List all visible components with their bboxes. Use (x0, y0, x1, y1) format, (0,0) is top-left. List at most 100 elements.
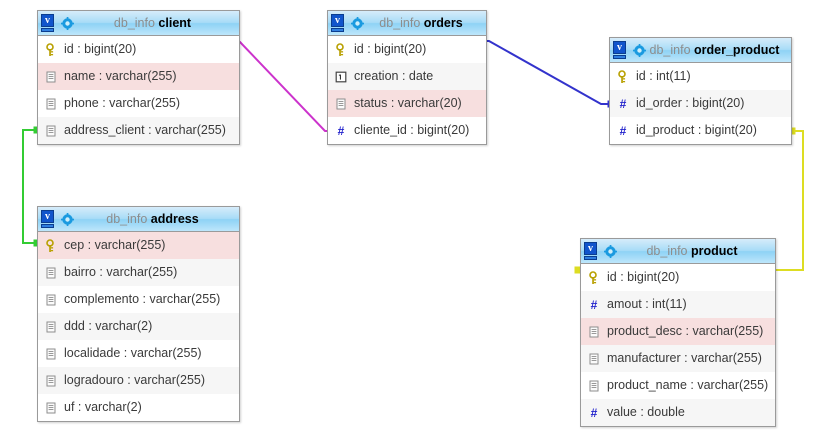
field-row[interactable]: product_desc : varchar(255) (581, 318, 775, 345)
numeric-column-icon: # (334, 124, 348, 138)
table-name-label: product (690, 243, 738, 258)
field-row[interactable]: # amout : int(11) (581, 291, 775, 318)
numeric-column-icon: # (587, 406, 601, 420)
field-row[interactable]: status : varchar(20) (328, 90, 486, 117)
field-label: value : double (607, 405, 685, 420)
field-row[interactable]: ddd : varchar(2) (38, 313, 239, 340)
field-label: id_order : bigint(20) (636, 96, 745, 111)
field-row[interactable]: logradouro : varchar(255) (38, 367, 239, 394)
field-row[interactable]: manufacturer : varchar(255) (581, 345, 775, 372)
field-row[interactable]: localidade : varchar(255) (38, 340, 239, 367)
field-label: creation : date (354, 69, 434, 84)
svg-text:#: # (620, 124, 627, 138)
table-header-order_product[interactable]: v db_info order_product (610, 38, 791, 63)
table-title-order_product: db_info order_product (646, 44, 791, 57)
field-row[interactable]: #cliente_id : bigint(20) (328, 117, 486, 144)
field-label: logradouro : varchar(255) (64, 373, 206, 388)
field-label: phone : varchar(255) (64, 96, 181, 111)
gear-icon[interactable] (61, 16, 74, 30)
field-row[interactable]: product_name : varchar(255) (581, 372, 775, 399)
field-row[interactable]: address_client : varchar(255) (38, 117, 239, 144)
field-label: id : bigint(20) (354, 42, 427, 57)
field-label: id : bigint(20) (607, 270, 680, 285)
primary-key-icon (44, 238, 58, 253)
text-column-icon (334, 97, 348, 111)
field-label: complemento : varchar(255) (64, 292, 221, 307)
table-client[interactable]: v db_info client id : bigint(20) name : var… (37, 10, 240, 145)
field-label: product_desc : varchar(255) (607, 324, 764, 339)
view-badge-icon: v (613, 40, 626, 60)
relation-line (482, 40, 611, 105)
table-header-client[interactable]: v db_info client (38, 11, 239, 36)
field-row[interactable]: id : bigint(20) (38, 36, 239, 63)
table-name-label: orders (423, 15, 463, 30)
svg-text:#: # (591, 298, 598, 312)
gear-icon[interactable] (633, 43, 646, 57)
field-label: name : varchar(255) (64, 69, 177, 84)
field-row[interactable]: #id_product : bigint(20) (610, 117, 791, 144)
svg-text:#: # (591, 406, 598, 420)
svg-text:#: # (338, 124, 345, 138)
field-label: id : int(11) (636, 69, 691, 84)
field-row[interactable]: id : int(11) (610, 63, 791, 90)
field-row[interactable]: # value : double (581, 399, 775, 426)
field-row[interactable]: uf : varchar(2) (38, 394, 239, 421)
table-name-label: order_product (694, 42, 780, 57)
numeric-column-icon: # (616, 124, 630, 138)
primary-key-icon (616, 69, 630, 84)
relation-client-orders[interactable] (229, 38, 337, 135)
svg-text:#: # (620, 97, 627, 111)
table-schema-label: db_info (113, 15, 155, 30)
gear-icon[interactable] (61, 212, 74, 226)
field-label: amout : int(11) (607, 297, 687, 312)
text-column-icon (44, 124, 58, 138)
field-row[interactable]: id : bigint(20) (328, 36, 486, 63)
table-schema-label: db_info (646, 243, 688, 258)
primary-key-icon (334, 42, 348, 57)
field-row[interactable]: cep : varchar(255) (38, 232, 239, 259)
field-row[interactable]: creation : date (328, 63, 486, 90)
relation-line (22, 129, 37, 244)
text-column-icon (44, 266, 58, 280)
text-column-icon (44, 293, 58, 307)
text-column-icon (44, 320, 58, 334)
view-badge-icon: v (584, 241, 597, 261)
gear-icon[interactable] (604, 244, 617, 258)
text-column-icon (587, 352, 601, 366)
field-label: id : bigint(20) (64, 42, 137, 57)
field-label: uf : varchar(2) (64, 400, 142, 415)
relation-orders-order-product[interactable] (478, 37, 615, 108)
numeric-column-icon: # (616, 97, 630, 111)
field-row[interactable]: phone : varchar(255) (38, 90, 239, 117)
table-schema-label: db_info (106, 211, 148, 226)
gear-icon[interactable] (351, 16, 364, 30)
field-row[interactable]: # id_order : bigint(20) (610, 90, 791, 117)
view-badge-icon: v (41, 13, 54, 33)
field-row[interactable]: bairro : varchar(255) (38, 259, 239, 286)
table-header-product[interactable]: v db_info product (581, 239, 775, 264)
table-schema-label: db_info (649, 42, 691, 57)
field-label: localidade : varchar(255) (64, 346, 202, 361)
table-name-label: client (158, 15, 192, 30)
field-row[interactable]: name : varchar(255) (38, 63, 239, 90)
field-label: product_name : varchar(255) (607, 378, 769, 393)
field-label: bairro : varchar(255) (64, 265, 178, 280)
text-column-icon (44, 97, 58, 111)
table-product[interactable]: v db_info product id : bigint(20) # amout : … (580, 238, 776, 427)
table-title-client: db_info client (74, 17, 239, 30)
field-label: cep : varchar(255) (64, 238, 166, 253)
text-column-icon (44, 347, 58, 361)
view-badge-icon: v (41, 209, 54, 229)
text-column-icon (44, 70, 58, 84)
relation-line (233, 41, 333, 132)
field-row[interactable]: id : bigint(20) (581, 264, 775, 291)
field-row[interactable]: complemento : varchar(255) (38, 286, 239, 313)
numeric-column-icon: # (587, 298, 601, 312)
field-label: status : varchar(20) (354, 96, 462, 111)
